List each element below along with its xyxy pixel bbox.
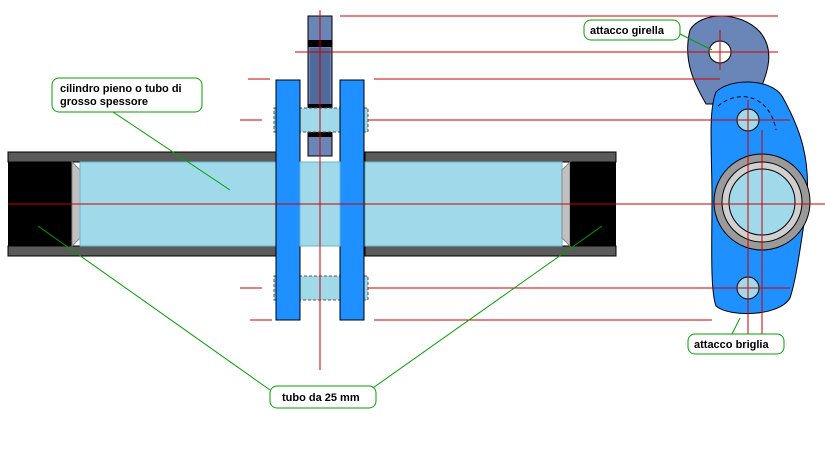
leader-cilindro bbox=[109, 109, 231, 191]
central-clamp bbox=[273, 15, 369, 321]
leader-girella bbox=[679, 33, 713, 51]
callout-cilindro: cilindro pieno o tubo di grosso spessore bbox=[51, 77, 203, 113]
end-view-part bbox=[687, 15, 811, 315]
left-side-plate bbox=[275, 79, 301, 321]
callout-attacco-girella: attacco girella bbox=[583, 19, 681, 41]
right-side-plate bbox=[339, 79, 365, 321]
leader-tubo-right bbox=[369, 225, 603, 391]
callout-attacco-briglia: attacco briglia bbox=[687, 333, 785, 355]
leader-lines bbox=[37, 33, 741, 391]
callout-label: attacco briglia bbox=[694, 339, 769, 351]
guide-lines bbox=[8, 10, 825, 370]
callout-label-line1: cilindro pieno o tubo di bbox=[60, 83, 182, 95]
outer-tube-top-wall bbox=[7, 151, 277, 163]
callout-label: tubo da 25 mm bbox=[282, 392, 360, 404]
callout-tubo-25: tubo da 25 mm bbox=[269, 385, 377, 409]
callout-label: attacco girella bbox=[590, 25, 665, 37]
callout-label-line2: grosso spessore bbox=[60, 96, 148, 108]
leader-briglia bbox=[731, 317, 741, 335]
outer-tube-top-wall-right bbox=[364, 151, 617, 163]
leader-tubo-left bbox=[37, 225, 271, 391]
dashed-guide-upper bbox=[717, 96, 777, 131]
callout-box bbox=[687, 333, 785, 355]
outer-tube-bottom-wall-right bbox=[364, 245, 617, 257]
callout-box bbox=[583, 19, 681, 41]
outer-tube-bottom-wall bbox=[7, 245, 277, 257]
callout-box bbox=[51, 77, 203, 113]
callout-box bbox=[269, 385, 377, 409]
